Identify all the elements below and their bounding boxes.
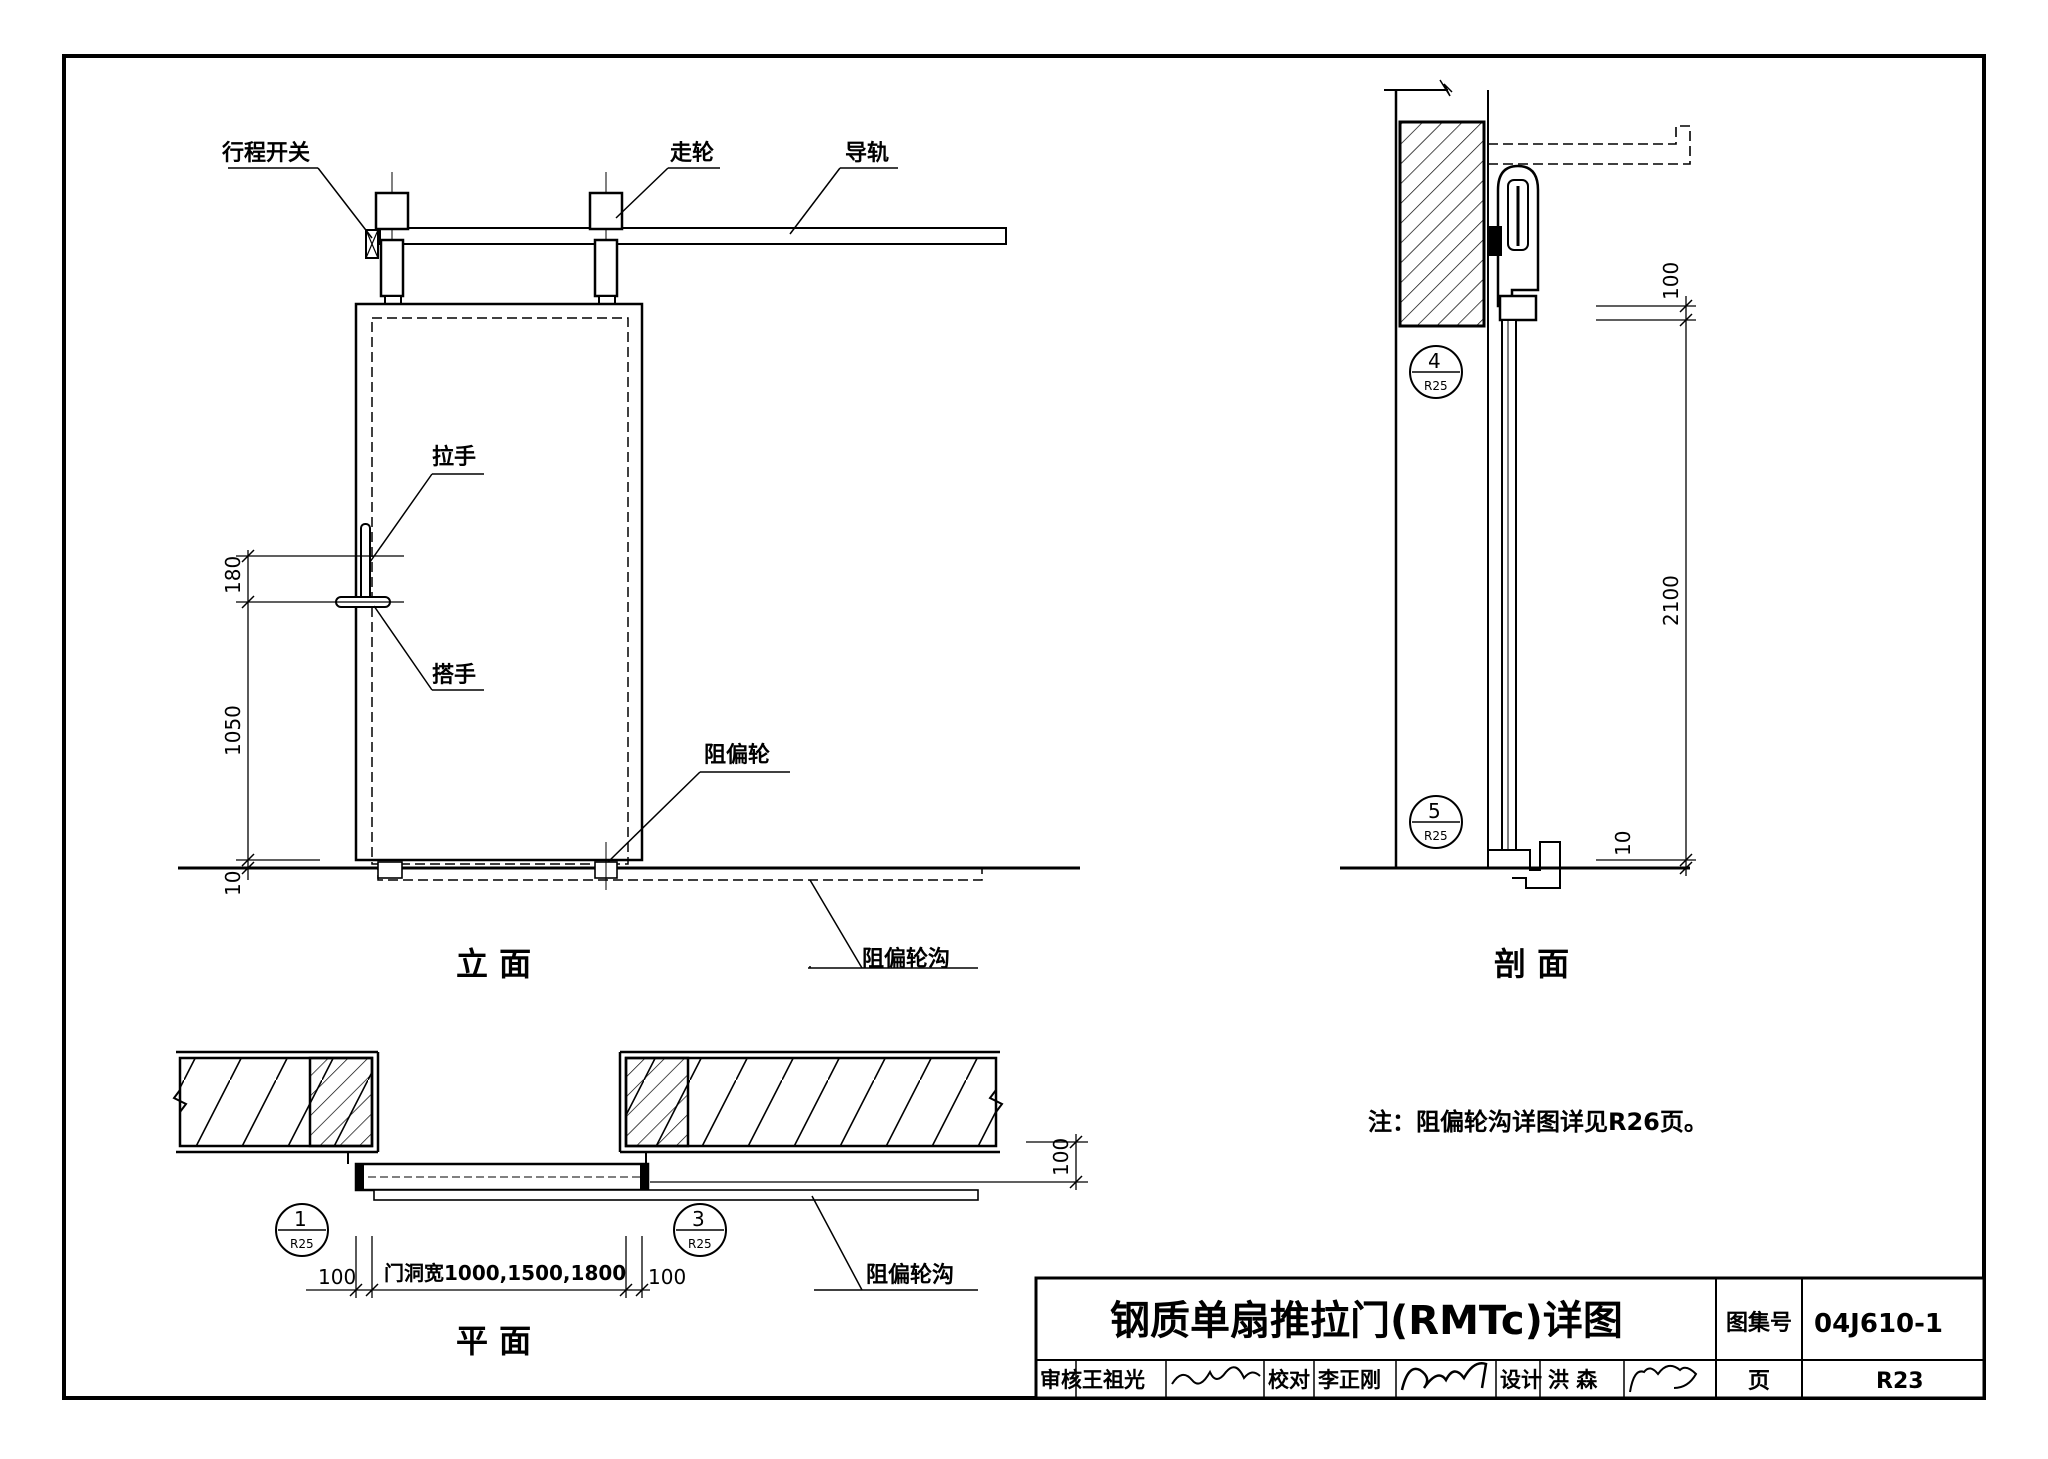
page-number: R23 (1876, 1369, 1924, 1394)
atlas-label: 图集号 (1726, 1310, 1792, 1336)
plan-view: 100 1 R25 3 R25 100 门洞宽1000,1500, (172, 1050, 1088, 1360)
elevation-dimensions: 180 1050 10 (221, 549, 404, 896)
section-dim-100: 100 (1659, 262, 1683, 300)
left-hanger (365, 172, 410, 310)
designer-signature (1629, 1364, 1698, 1393)
svg-text:R25: R25 (1424, 379, 1448, 393)
drawing-note: 注：阻偏轮沟详图详见R26页。 (1368, 1108, 1708, 1136)
elevation-title: 立 面 (456, 945, 531, 983)
plan-guide-groove (373, 1189, 979, 1201)
checker-name: 李正刚 (1317, 1368, 1381, 1392)
sheet-border (62, 54, 1986, 1400)
svg-text:1: 1 (294, 1207, 307, 1231)
plan-opening-width: 门洞宽1000,1500,1800 (384, 1261, 626, 1285)
door-leaf (354, 302, 644, 862)
elevation-view: 行程开关 走轮 导轨 拉手 搭手 阻偏轮 阻偏轮沟 阻偏轮沟 180 1050 … (178, 140, 1080, 983)
rail-bracket (1488, 125, 1691, 165)
designer-name: 洪 森 (1548, 1368, 1598, 1392)
label-wheel: 走轮 (670, 140, 714, 166)
plan-label-guide-groove: 阻偏轮沟 (866, 1262, 954, 1288)
label-latch: 搭手 (432, 663, 476, 688)
label-limit-switch: 行程开关 (221, 140, 310, 166)
label-pull-handle: 拉手 (432, 444, 476, 470)
lintel-block (1398, 120, 1486, 328)
dim-10: 10 (221, 871, 245, 896)
section-dim-10: 10 (1611, 831, 1635, 856)
check-label: 校对 (1268, 1368, 1310, 1392)
checker-signature (1400, 1362, 1488, 1391)
dim-180: 180 (221, 556, 245, 594)
label-guide-groove-elev: 阻偏轮沟 (862, 946, 950, 972)
section-title: 剖 面 (1494, 945, 1569, 983)
plan-title: 平 面 (456, 1322, 531, 1360)
section-dim-2100: 2100 (1659, 575, 1683, 626)
plan-side-dim: 100 (650, 1134, 1088, 1190)
label-rail: 导轨 (845, 140, 889, 166)
dim-1050: 1050 (221, 705, 245, 756)
door-inner-outline (371, 317, 629, 865)
pull-handle (360, 523, 371, 607)
svg-text:R25: R25 (1424, 829, 1448, 843)
title-block: 钢质单扇推拉门(RMTc)详图 图集号 04J610-1 审核 王祖光 校对 李… (1034, 1276, 1986, 1400)
reviewer-name: 王祖光 (1082, 1368, 1145, 1392)
design-label: 设计 (1500, 1368, 1542, 1392)
plan-bottom-dims: 100 门洞宽1000,1500,1800 100 (306, 1236, 686, 1298)
page-label: 页 (1748, 1369, 1770, 1394)
svg-text:R25: R25 (290, 1237, 314, 1251)
svg-text:4: 4 (1428, 349, 1441, 373)
svg-text:3: 3 (692, 1207, 705, 1231)
review-label: 审核 (1040, 1368, 1082, 1392)
svg-text:5: 5 (1428, 799, 1441, 823)
bottom-guide (1488, 841, 1561, 889)
plan-ref-3: 3 R25 (673, 1203, 727, 1257)
rail (379, 227, 1007, 245)
section-ref-4: 4 R25 (1409, 345, 1463, 399)
svg-text:R25: R25 (688, 1237, 712, 1251)
plan-ref-1: 1 R25 (275, 1203, 329, 1257)
guide-groove (377, 867, 983, 881)
section-ref-5: 5 R25 (1409, 795, 1463, 849)
section-door-leaf (1501, 319, 1517, 851)
title-block-title: 钢质单扇推拉门(RMTc)详图 (1110, 1298, 1623, 1344)
section-dimensions: 100 2100 10 (1596, 262, 1696, 876)
reviewer-signature (1171, 1366, 1261, 1385)
plan-dim-right: 100 (648, 1265, 686, 1289)
right-hanger (588, 172, 624, 310)
svg-text:100: 100 (1049, 1138, 1073, 1176)
label-guide-wheel: 阻偏轮 (704, 742, 770, 768)
plan-dim-left: 100 (318, 1265, 356, 1289)
atlas-number: 04J610-1 (1814, 1309, 1943, 1339)
section-view: 4 R25 5 R25 100 2100 10 剖 面 (1340, 79, 1696, 983)
